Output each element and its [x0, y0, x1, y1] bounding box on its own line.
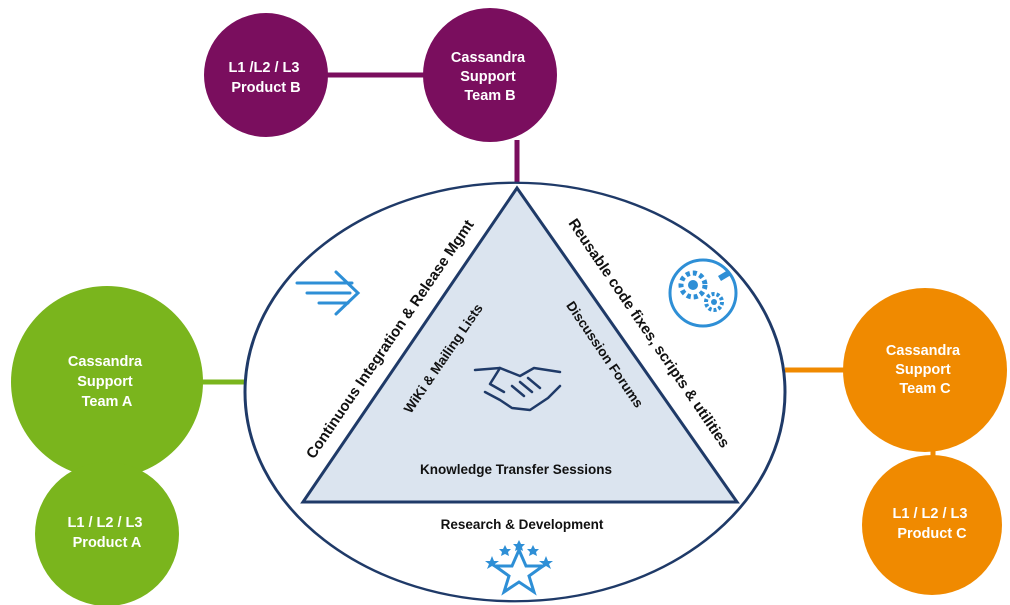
label-research-development: Research & Development	[441, 517, 604, 532]
arrows-right-icon	[295, 270, 361, 316]
node-team-c: Cassandra Support Team C	[843, 288, 1007, 452]
node-team-a: Cassandra Support Team A	[11, 286, 203, 478]
svg-text:L1 /L2 / L3 Product B: L1 /L2 / L3 Product B	[229, 60, 304, 96]
label-knowledge-transfer: Knowledge Transfer Sessions	[420, 462, 612, 477]
node-product-b: L1 /L2 / L3 Product B	[204, 13, 328, 137]
node-team-c-line-3: Team C	[899, 381, 951, 397]
svg-text:Cassandra Support: Cassandra Support Team C	[886, 343, 964, 397]
node-product-c-line-1: L1 / L2 / L3	[893, 506, 968, 522]
node-product-c: L1 / L2 / L3 Product C	[862, 455, 1002, 595]
svg-text:Cassandra Support: Cassandra Support Team A	[68, 354, 146, 410]
svg-text:L1 / L2 / L3 Product A: L1 / L2 / L3 Product A	[68, 515, 147, 551]
hub-triangle	[300, 185, 740, 504]
node-product-a-line-1: L1 / L2 / L3	[68, 515, 143, 531]
svg-text:Cassandra Support: Cassandra Support Team B	[451, 50, 529, 104]
stars-icon	[485, 540, 553, 596]
node-team-a-line-1: Cassandra	[68, 354, 143, 370]
node-team-a-line-3: Team A	[82, 394, 133, 410]
node-team-c-line-1: Cassandra	[886, 343, 961, 359]
node-team-b-line-2: Support	[460, 69, 516, 85]
node-product-c-line-2: Product C	[897, 526, 967, 542]
node-team-a-line-2: Support	[77, 374, 133, 390]
gears-icon	[668, 258, 738, 328]
svg-text:L1 / L2 / L3 Product C: L1 / L2 / L3 Product C	[893, 506, 972, 542]
node-team-b: Cassandra Support Team B	[423, 8, 557, 142]
node-product-a: L1 / L2 / L3 Product A	[35, 462, 179, 605]
node-team-b-line-1: Cassandra	[451, 50, 526, 66]
node-team-b-line-3: Team B	[464, 88, 515, 104]
node-product-b-line-1: L1 /L2 / L3	[229, 60, 300, 76]
node-team-c-line-2: Support	[895, 362, 951, 378]
handshake-icon	[473, 366, 562, 412]
node-product-b-line-2: Product B	[231, 80, 300, 96]
hub	[243, 181, 787, 603]
node-product-a-line-2: Product A	[73, 535, 142, 551]
